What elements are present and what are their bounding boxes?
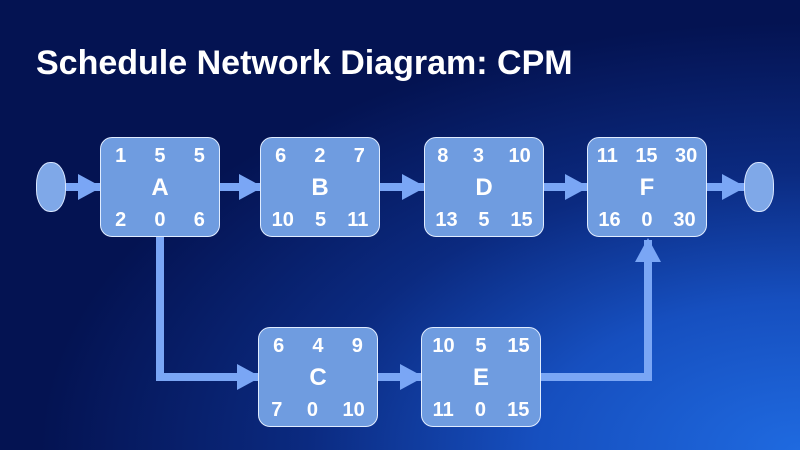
node-c-bottom-2: 0 (306, 399, 318, 421)
node-f: 11 15 30 F 16 0 30 (587, 137, 707, 237)
node-a-bottom-row: 2 0 6 (101, 208, 219, 232)
edge-a-c (156, 237, 261, 390)
node-e-label: E (472, 364, 489, 391)
node-f-top-1: 11 (596, 145, 618, 167)
node-e-top-row: 10 5 15 (422, 334, 540, 358)
node-a-top-3: 5 (193, 145, 205, 167)
node-b-top-3: 7 (353, 145, 365, 167)
node-e-top-2: 5 (475, 335, 487, 357)
node-b-top-1: 6 (275, 145, 287, 167)
node-e-bottom-1: 11 (432, 399, 454, 421)
node-e-top-1: 10 (432, 335, 455, 357)
node-e-top-3: 15 (507, 335, 530, 357)
node-b-bottom-3: 11 (347, 209, 369, 231)
node-f-top-row: 11 15 30 (588, 144, 706, 168)
start-terminal (36, 162, 66, 212)
node-d-label: D (475, 174, 493, 201)
node-a-bottom-1: 2 (115, 209, 127, 231)
node-b-bottom-row: 10 5 11 (261, 208, 379, 232)
node-d: 8 3 10 D 13 5 15 (424, 137, 544, 237)
node-f-bottom-2: 0 (641, 209, 653, 231)
node-c-bottom-1: 7 (271, 399, 283, 421)
node-d-top-2: 3 (472, 145, 484, 167)
node-f-top-2: 15 (635, 145, 658, 167)
node-a-top-1: 1 (115, 145, 127, 167)
node-e-bottom-row: 11 0 15 (422, 398, 540, 422)
node-b-top-2: 2 (314, 145, 326, 167)
node-a-top-2: 5 (154, 145, 166, 167)
node-b-label: B (311, 174, 329, 201)
node-e: 10 5 15 E 11 0 15 (421, 327, 541, 427)
node-c-bottom-3: 10 (342, 399, 365, 421)
node-c-bottom-row: 7 0 10 (259, 398, 377, 422)
node-f-bottom-row: 16 0 30 (588, 208, 706, 232)
diagram-title: Schedule Network Diagram: CPM (36, 44, 573, 82)
node-f-label: F (639, 174, 655, 201)
node-c: 6 4 9 C 7 0 10 (258, 327, 378, 427)
node-c-top-3: 9 (351, 335, 363, 357)
node-d-bottom-1: 13 (435, 209, 458, 231)
node-b: 6 2 7 B 10 5 11 (260, 137, 380, 237)
node-d-top-row: 8 3 10 (425, 144, 543, 168)
node-c-top-row: 6 4 9 (259, 334, 377, 358)
node-d-bottom-3: 15 (510, 209, 533, 231)
node-b-bottom-2: 5 (314, 209, 327, 231)
node-d-top-3: 10 (508, 145, 531, 167)
node-a-label: A (151, 174, 169, 201)
node-f-bottom-3: 30 (673, 209, 696, 231)
node-e-bottom-2: 0 (474, 399, 487, 421)
node-e-bottom-3: 15 (507, 399, 530, 421)
node-b-top-row: 6 2 7 (261, 144, 379, 168)
node-d-bottom-row: 13 5 15 (425, 208, 543, 232)
node-f-top-3: 30 (675, 145, 698, 167)
end-terminal (744, 162, 774, 212)
edge-e-f (541, 238, 661, 381)
node-f-bottom-1: 16 (598, 209, 621, 231)
node-a-bottom-3: 6 (193, 209, 205, 231)
node-c-top-2: 4 (312, 335, 324, 357)
node-d-bottom-2: 5 (478, 209, 490, 231)
node-d-top-1: 8 (437, 145, 449, 167)
node-a: 1 5 5 A 2 0 6 (100, 137, 220, 237)
node-b-bottom-1: 10 (271, 209, 294, 231)
node-a-bottom-2: 0 (154, 209, 166, 231)
node-a-top-row: 1 5 5 (101, 144, 219, 168)
node-c-label: C (309, 364, 327, 391)
node-c-top-1: 6 (273, 335, 285, 357)
